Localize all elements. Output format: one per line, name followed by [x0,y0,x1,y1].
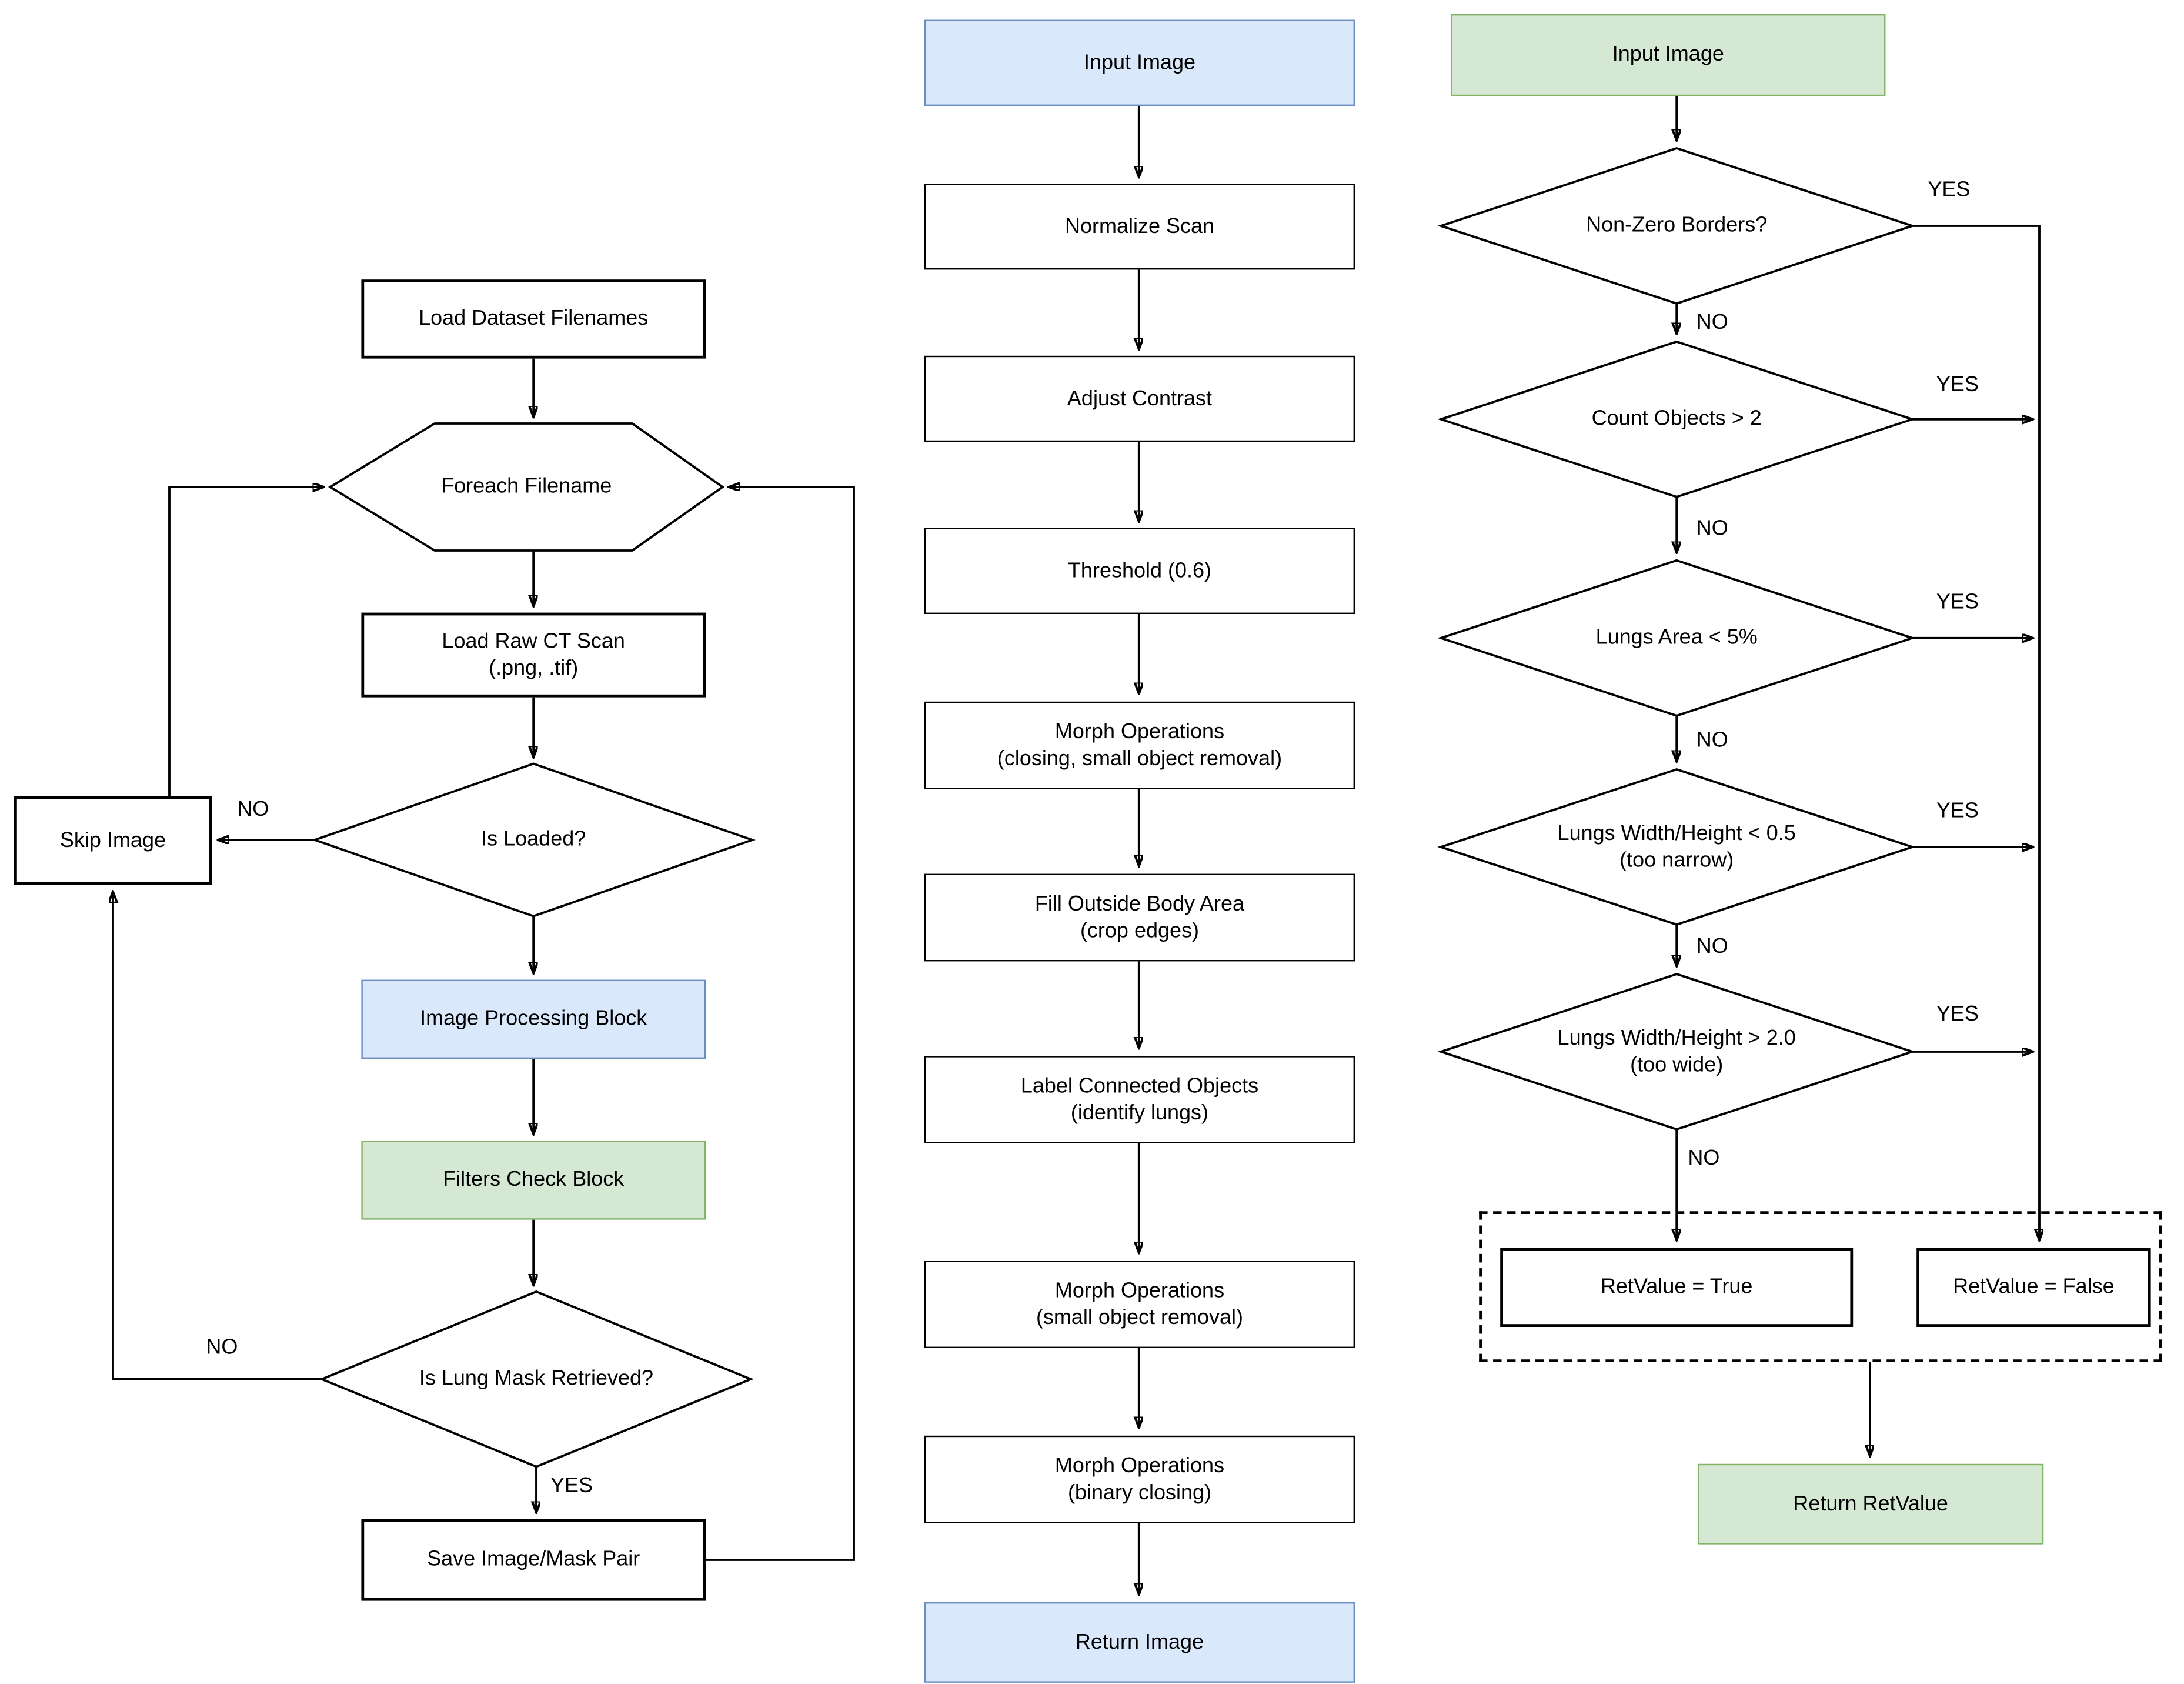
node-morph-small-line1: Morph Operations [1054,1278,1225,1302]
node-ratio-wide-label: Lungs Width/Height > 2.0 (too wide) [1427,974,1926,1129]
retvalue-group-dashed-box [1479,1211,2162,1362]
ratio-wide-diamond [1437,972,1916,1131]
node-label-connected-line1: Label Connected Objects [1020,1073,1259,1098]
node-ratio-wide-line1: Lungs Width/Height > 2.0 [1557,1025,1796,1050]
node-save-pair: Save Image/Mask Pair [361,1519,706,1601]
node-foreach-label: Foreach Filename [441,475,612,499]
label-yes-count: YES [1936,372,1979,397]
foreach-hexagon [328,422,725,552]
node-ratio-narrow-line2: (too narrow) [1619,848,1734,873]
node-ret-true: RetValue = True [1500,1248,1854,1327]
node-count-objects-label: Count Objects > 2 [1591,406,1762,431]
label-no-non-zero: NO [1696,311,1728,335]
non-zero-borders-diamond [1437,146,1916,305]
node-load-raw-line2: (.png, .tif) [489,656,579,681]
node-fill-outside-body: Fill Outside Body Area (crop edges) [924,873,1355,962]
edge-skip-loop-to-foreach [168,487,323,796]
ratio-narrow-diamond [1437,768,1916,926]
label-no-count: NO [1696,516,1728,541]
node-ratio-narrow-label: Lungs Width/Height < 0.5 (too narrow) [1427,769,1926,925]
lungs-area-diamond [1437,559,1916,717]
label-no-area: NO [1696,728,1728,753]
label-yes-area: YES [1936,590,1979,614]
node-is-loaded-label: Is Loaded? [481,828,586,852]
node-morph-closing-line2: (closing, small object removal) [997,746,1283,771]
label-yes-non-zero: YES [1928,178,1971,202]
node-label-connected-line2: (identify lungs) [1070,1101,1209,1125]
label-no-narrow: NO [1696,934,1728,959]
edge-yes-rail-to-ret-false [1912,225,2039,1239]
node-ret-false: RetValue = False [1916,1248,2151,1327]
node-load-raw: Load Raw CT Scan (.png, .tif) [361,612,706,698]
node-label-connected: Label Connected Objects (identify lungs) [924,1056,1355,1144]
label-no-wide: NO [1688,1146,1720,1171]
node-threshold: Threshold (0.6) [924,528,1355,614]
node-m-input-image: Input Image [924,19,1355,106]
node-morph-binary-line2: (binary closing) [1067,1480,1212,1505]
node-return-image: Return Image [924,1602,1355,1683]
is-loaded-diamond [311,762,756,918]
label-no-is-lung-mask: NO [206,1335,238,1360]
node-load-dataset: Load Dataset Filenames [361,279,706,359]
node-non-zero-borders-label: Non-Zero Borders? [1586,214,1768,238]
node-morph-binary-closing: Morph Operations (binary closing) [924,1435,1355,1523]
label-yes-narrow: YES [1936,799,1979,823]
node-adjust-contrast: Adjust Contrast [924,355,1355,442]
node-morph-small-removal: Morph Operations (small object removal) [924,1261,1355,1348]
node-skip-image: Skip Image [14,796,212,885]
node-filters-check-block: Filters Check Block [361,1141,706,1220]
edge-save-loop-to-foreach [706,487,855,1561]
node-morph-closing-line1: Morph Operations [1054,719,1225,743]
label-no-is-loaded: NO [237,798,269,822]
node-morph-small-line2: (small object removal) [1036,1306,1244,1330]
count-objects-diamond [1437,340,1916,498]
node-ratio-wide-line2: (too wide) [1630,1053,1724,1078]
node-fill-outside-line2: (crop edges) [1080,919,1200,943]
label-yes-wide: YES [1936,1002,1979,1026]
node-image-processing-block: Image Processing Block [361,979,706,1059]
node-r-input-image: Input Image [1451,14,1886,96]
edge-is-lung-mask-no-to-skip [113,892,322,1380]
label-yes-is-lung-mask: YES [550,1473,593,1498]
is-lung-mask-diamond [319,1290,754,1468]
node-is-lung-mask-label: Is Lung Mask Retrieved? [419,1366,654,1391]
node-lungs-area-label: Lungs Area < 5% [1595,625,1758,650]
node-normalize-scan: Normalize Scan [924,184,1355,270]
node-morph-closing: Morph Operations (closing, small object … [924,701,1355,789]
node-morph-binary-line1: Morph Operations [1054,1453,1225,1478]
node-load-raw-line1: Load Raw CT Scan [442,629,625,653]
node-ratio-narrow-line1: Lungs Width/Height < 0.5 [1557,821,1796,845]
node-fill-outside-line1: Fill Outside Body Area [1034,891,1245,916]
node-return-retvalue: Return RetValue [1698,1463,2044,1545]
